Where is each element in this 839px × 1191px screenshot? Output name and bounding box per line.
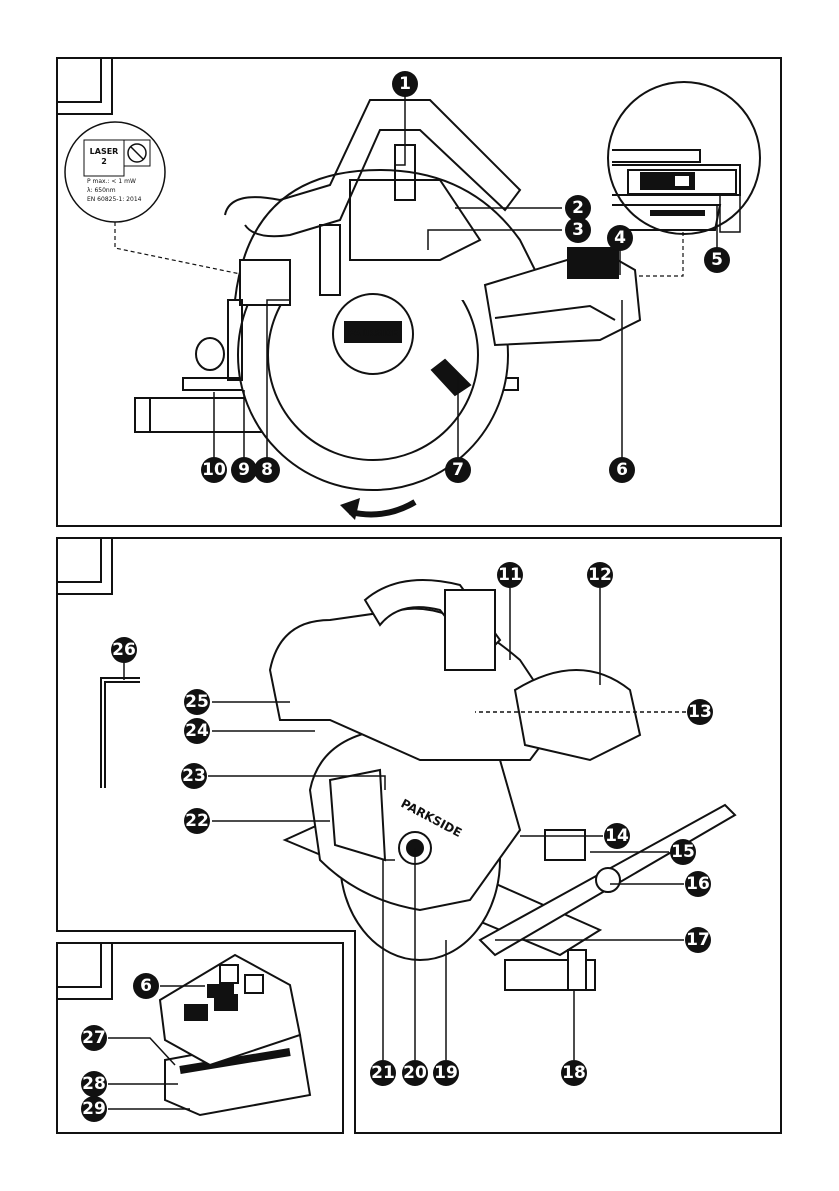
callout-number-fig1-7: 7 [452,460,464,480]
callout-number-fig1-3: 3 [572,220,584,240]
callout-number-fig2-19: 19 [434,1063,458,1083]
callout-number-fig2-16: 16 [686,874,710,894]
callout-number-fig2-20: 20 [403,1063,427,1083]
laser-wavelength: λ: 650nm [87,187,116,194]
callout-number-fig2-22: 22 [185,811,209,831]
callout-number-fig2-14: 14 [605,826,629,846]
brand-mark-side: PARKSIDE [348,329,398,339]
callout-number-fig2-25: 25 [185,692,209,712]
figure-3-number-box [57,943,101,987]
callout-number-fig1-4: 4 [614,228,626,248]
figure-1-number-box [57,58,101,102]
callout-number-fig2-24: 24 [185,721,209,741]
callout-number-fig1-2: 2 [572,198,584,218]
laser-class: 2 [101,157,107,166]
callout-number-fig2-15: 15 [671,842,695,862]
callout-number-fig1-1: 1 [399,74,411,94]
callout-number-fig1-9: 9 [238,460,250,480]
laser-standard: EN 60825-1: 2014 [87,196,142,203]
blade-rotation-arrow [350,502,415,514]
callout-number-fig2-11: 11 [498,565,522,585]
callout-number-fig2-21: 21 [371,1063,395,1083]
callout-number-fig2-18: 18 [562,1063,586,1083]
figure-2-number-box [57,538,101,582]
circular-saw-perspective-view: PARKSIDE [270,580,735,990]
callout-number-fig2-12: 12 [588,565,612,585]
callout-number-fig1-10: 10 [202,460,226,480]
laser-power: P max.: < 1 mW [87,178,136,185]
callout-number-fig2-23: 23 [182,766,206,786]
callout-number-fig1-6: 6 [616,460,628,480]
callout-number-fig3-27: 27 [82,1028,106,1048]
battery-and-charger [160,955,310,1115]
battery-indicator-detail [608,82,760,276]
callout-number-fig3-28: 28 [82,1074,106,1094]
callout-number-fig2-26: 26 [112,640,136,660]
laser-title: LASER [90,147,119,156]
callout-number-fig2-17: 17 [686,930,710,950]
allen-key [103,680,140,788]
laser-warning-label: LASER 2 P max.: < 1 mW λ: 650nm EN 60825… [65,122,250,276]
callout-number-fig3-29: 29 [82,1099,106,1119]
callout-number-fig3-6: 6 [140,976,152,996]
callout-number-fig1-5: 5 [711,250,723,270]
callout-number-fig2-13: 13 [688,702,712,722]
callout-number-fig1-8: 8 [261,460,273,480]
circular-saw-side-view: PARKSIDE [135,100,640,490]
